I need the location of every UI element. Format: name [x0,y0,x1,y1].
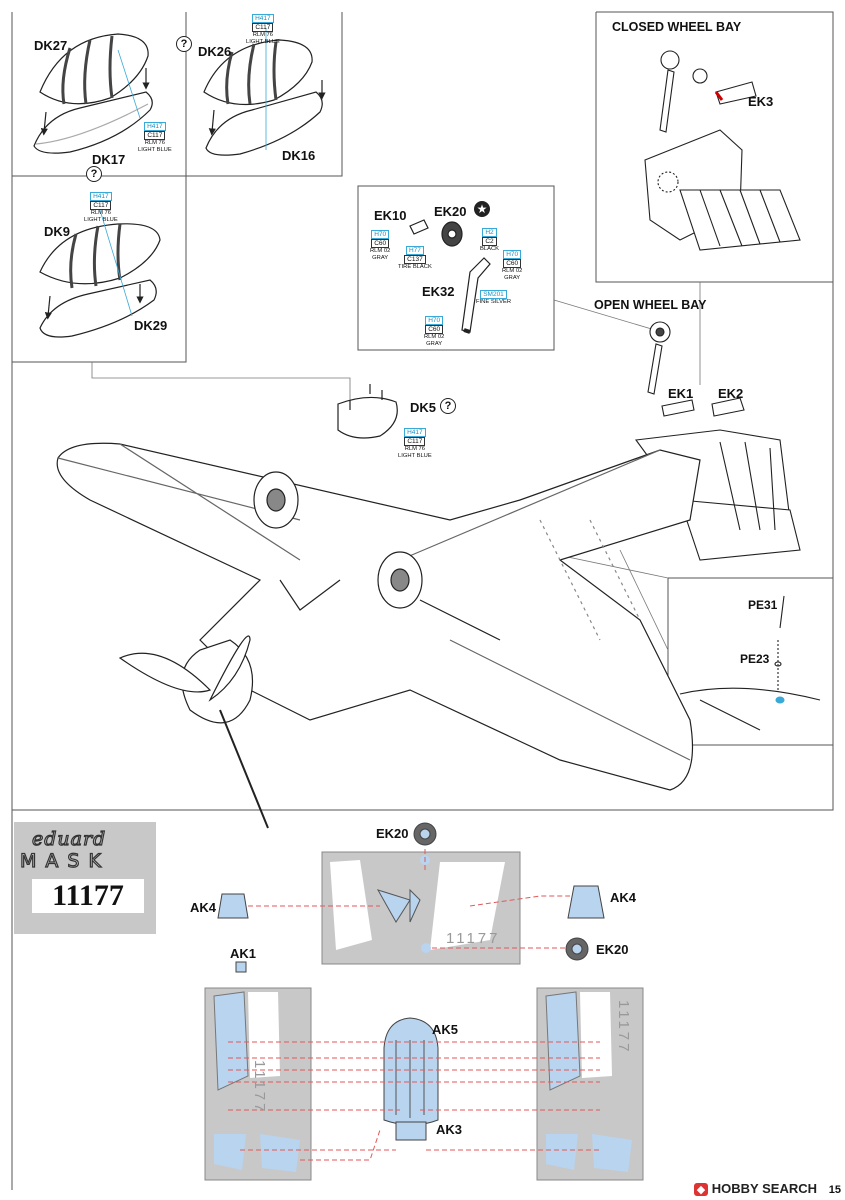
open-wheel-bay-title: OPEN WHEEL BAY [594,298,707,312]
page-number: 15 [828,1184,841,1196]
label-dk27: DK27 [34,38,68,53]
label-ek20: EK20 [434,204,467,219]
label-pe31: PE31 [748,598,778,612]
label-mask-ak3: AK3 [436,1122,463,1137]
watermark-badge: ◆ [693,1183,709,1196]
label-dk17: DK17 [92,152,126,167]
eduard-mask-logo: eduard MASK 11177 [14,822,156,934]
mask-parts [217,822,605,961]
antenna-detail [679,595,821,731]
label-mask-ak1: AK1 [230,946,257,961]
watermark-text: HOBBY SEARCH [711,1181,817,1196]
label-pe23: PE23 [740,652,770,666]
question-mark-dk9: ? [86,166,102,182]
mask-sheet-number-top: 11177 [446,930,501,947]
mask-guides [228,846,600,1161]
mask-sheet-bottom [204,961,644,1181]
hobby-search-watermark: ◆ HOBBY SEARCH [693,1181,817,1196]
closed-bay-detail [644,50,801,251]
label-dk9: DK9 [44,224,71,239]
label-mask-ak4-left: AK4 [190,900,217,915]
mask-sheet-number-left: 11177 [251,1060,268,1115]
tail-wheel-detail [409,219,491,334]
product-number: 11177 [32,879,144,913]
label-ek3: EK3 [748,94,774,109]
mask-sheet-top [321,851,521,965]
label-ek32: EK32 [422,284,455,299]
airframe-drawing [56,384,701,829]
star-icon: ★ [474,201,490,217]
question-mark-dk5: ? [440,398,456,414]
label-mask-ek20-top: EK20 [376,826,409,841]
question-mark-dk26: ? [176,36,192,52]
canopy-dk27-dk17 [33,33,153,154]
closed-wheel-bay-title: CLOSED WHEEL BAY [612,20,742,34]
label-ek10: EK10 [374,208,407,223]
label-ek1: EK1 [668,386,694,401]
mask-word: MASK [19,849,110,872]
label-dk29: DK29 [134,318,168,333]
canopy-dk9-dk29 [39,209,161,338]
label-mask-ak4-right: AK4 [610,890,637,905]
brand-name: eduard [31,827,107,850]
section-borders [11,11,834,1190]
label-mask-ek20-right: EK20 [596,942,629,957]
label-dk16: DK16 [282,148,316,163]
canopy-dk26-dk16 [203,28,326,156]
label-ek2: EK2 [718,386,744,401]
label-dk5: DK5 [410,400,437,415]
label-dk26: DK26 [198,44,232,59]
label-mask-ak5: AK5 [432,1022,459,1037]
mask-sheet-number-right: 11177 [615,1000,632,1055]
paint-callout-silver: SM201 FINE SILVER [476,290,512,305]
